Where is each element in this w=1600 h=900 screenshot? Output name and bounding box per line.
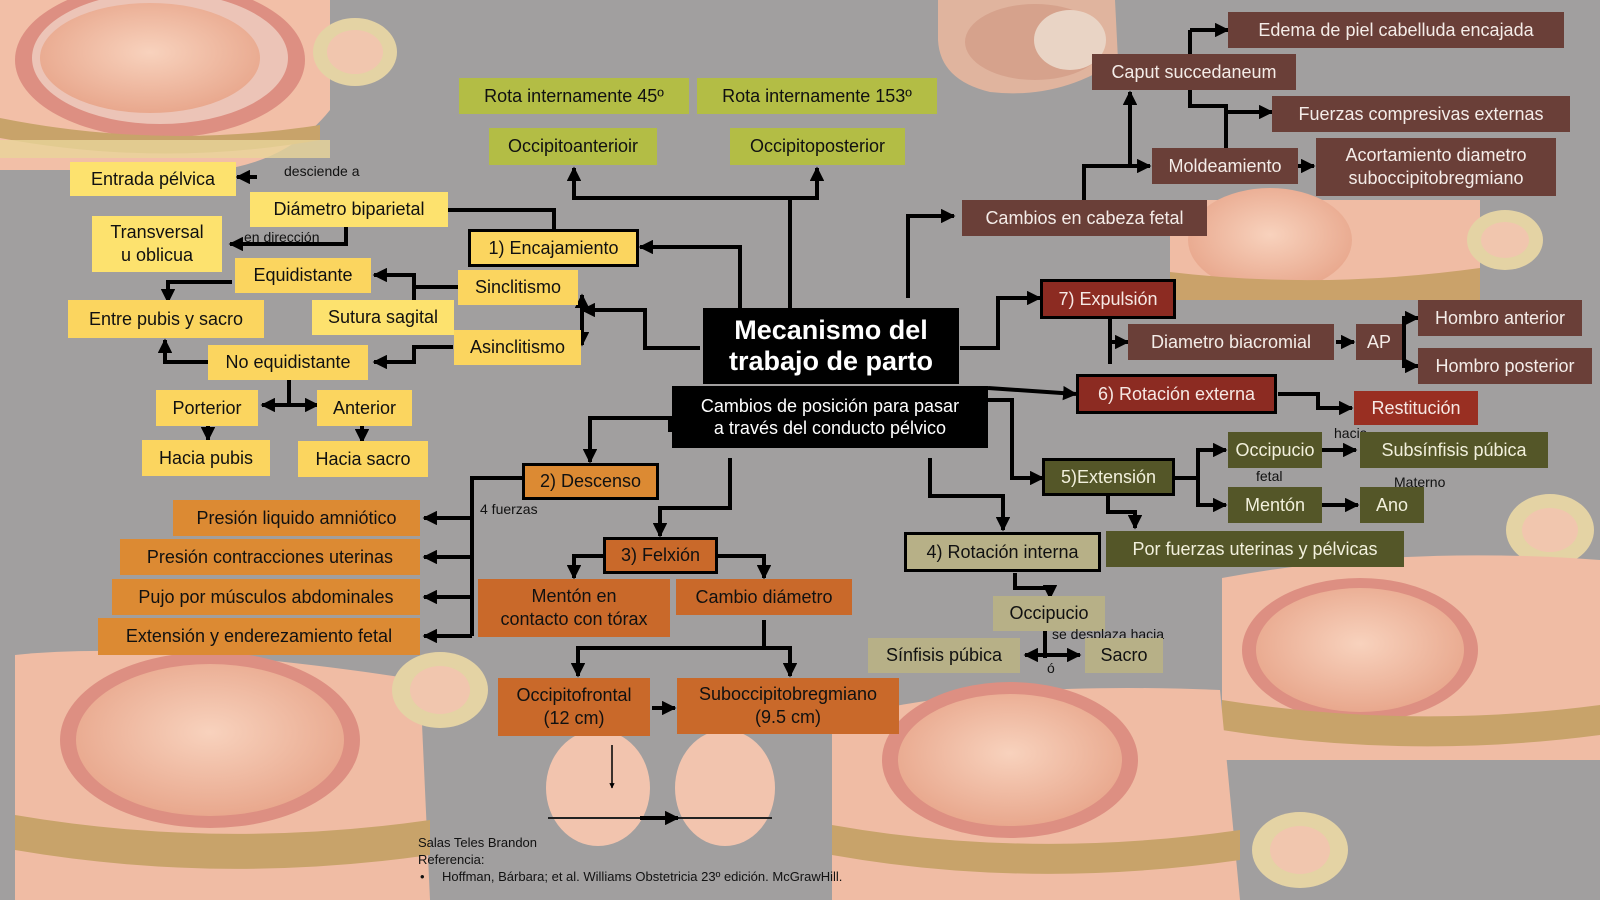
node-sacro: Sacro (1085, 638, 1163, 673)
node-edema: Edema de piel cabelluda encajada (1228, 12, 1564, 48)
node-ano: Ano (1360, 487, 1424, 523)
uterus-illustration-right (1170, 188, 1594, 566)
node-rota-45: Rota internamente 45º (459, 78, 689, 114)
node-menton-torax: Mentón en contacto con tórax (478, 579, 670, 637)
node-asinclitismo: Asinclitismo (454, 330, 581, 365)
step-extension: 5)Extensión (1042, 458, 1175, 496)
node-hacia-pubis: Hacia pubis (142, 440, 270, 476)
node-transversal: Transversal u oblicua (92, 216, 222, 272)
node-ap: AP (1356, 324, 1402, 360)
node-diametro-biparietal: Diámetro biparietal (250, 192, 448, 227)
node-entre-pubis-sacro: Entre pubis y sacro (68, 300, 264, 338)
reference-bullet: • (420, 869, 425, 884)
node-menton: Mentón (1228, 487, 1322, 523)
label-hacia: hacia (1334, 425, 1368, 441)
node-presion-contracciones: Presión contracciones uterinas (120, 539, 420, 575)
label-materno: Materno (1394, 474, 1446, 490)
step-rotacion-externa: 6) Rotación externa (1076, 374, 1277, 414)
node-pujo: Pujo por músculos abdominales (112, 579, 420, 615)
center-subtitle: Cambios de posición para pasar a través … (672, 386, 988, 448)
node-occipucio-fetal: Occipucio (1228, 432, 1322, 468)
node-occipitoanterior: Occipitoanterioir (489, 128, 657, 165)
label-desciende: desciende a (284, 163, 360, 179)
label-o: ó (1047, 660, 1055, 676)
node-rota-153: Rota internamente 153º (697, 78, 937, 114)
node-sinclitismo: Sinclitismo (458, 270, 578, 305)
label-fetal: fetal (1256, 468, 1283, 484)
uterus-illustration-bottom-left (15, 650, 488, 900)
step-flexion: 3) Felxión (603, 537, 718, 574)
node-cambios-cabeza: Cambios en cabeza fetal (962, 200, 1207, 236)
reference-label: Referencia: (418, 852, 485, 867)
label-direccion: en dirección (244, 229, 320, 245)
step-expulsion: 7) Expulsión (1040, 279, 1176, 319)
node-acortamiento: Acortamiento diametro suboccipitobregmia… (1316, 138, 1556, 196)
node-cambio-diametro: Cambio diámetro (676, 579, 852, 615)
pelvis-icon-top (313, 18, 397, 86)
node-hombro-anterior: Hombro anterior (1418, 300, 1582, 336)
step-encajamiento: 1) Encajamiento (468, 229, 639, 267)
uterus-illustration-bottom-center (832, 682, 1348, 900)
fetal-head-photo (938, 0, 1118, 94)
node-fuerzas-uterinas: Por fuerzas uterinas y pélvicas (1106, 531, 1404, 567)
node-presion-liquido: Presión liquido amniótico (173, 500, 420, 536)
label-4-fuerzas: 4 fuerzas (480, 501, 538, 517)
node-subsinfisis: Subsínfisis púbica (1360, 432, 1548, 468)
uterus-illustration-bottom-right (1222, 555, 1600, 760)
node-sutura-sagital: Sutura sagital (312, 300, 454, 335)
node-porterior: Porterior (156, 390, 258, 426)
reference-citation: Hoffman, Bárbara; et al. Williams Obstet… (442, 869, 843, 884)
node-anterior: Anterior (317, 390, 412, 426)
node-diametro-biacromial: Diametro biacromial (1128, 324, 1334, 360)
uterus-illustration-top-left (0, 0, 330, 170)
reference-author: Salas Teles Brandon (418, 835, 538, 850)
node-caput: Caput succedaneum (1092, 54, 1296, 90)
node-occipucio: Occipucio (993, 596, 1105, 631)
step-rotacion-interna: 4) Rotación interna (904, 532, 1101, 572)
node-restitucion: Restitución (1354, 391, 1478, 425)
node-sinfisis-pubica: Sínfisis púbica (868, 638, 1020, 673)
node-fuerzas-compresivas: Fuerzas compresivas externas (1272, 96, 1570, 132)
node-entrada-pelvica: Entrada pélvica (70, 162, 236, 196)
center-title: Mecanismo del trabajo de parto (703, 308, 959, 384)
node-hacia-sacro: Hacia sacro (298, 441, 428, 477)
fetal-head-views (546, 730, 775, 846)
node-hombro-posterior: Hombro posterior (1418, 348, 1592, 384)
node-no-equidistante: No equidistante (208, 345, 368, 380)
node-moldeamiento: Moldeamiento (1152, 148, 1298, 184)
node-occipitoposterior: Occipitoposterior (730, 128, 905, 165)
node-suboccipitobregmiano: Suboccipitobregmiano (9.5 cm) (677, 678, 899, 734)
node-equidistante: Equidistante (235, 258, 371, 293)
node-extension-fetal: Extensión y enderezamiento fetal (98, 618, 420, 655)
step-descenso: 2) Descenso (522, 463, 659, 500)
node-occipitofrontal: Occipitofrontal (12 cm) (498, 678, 650, 736)
